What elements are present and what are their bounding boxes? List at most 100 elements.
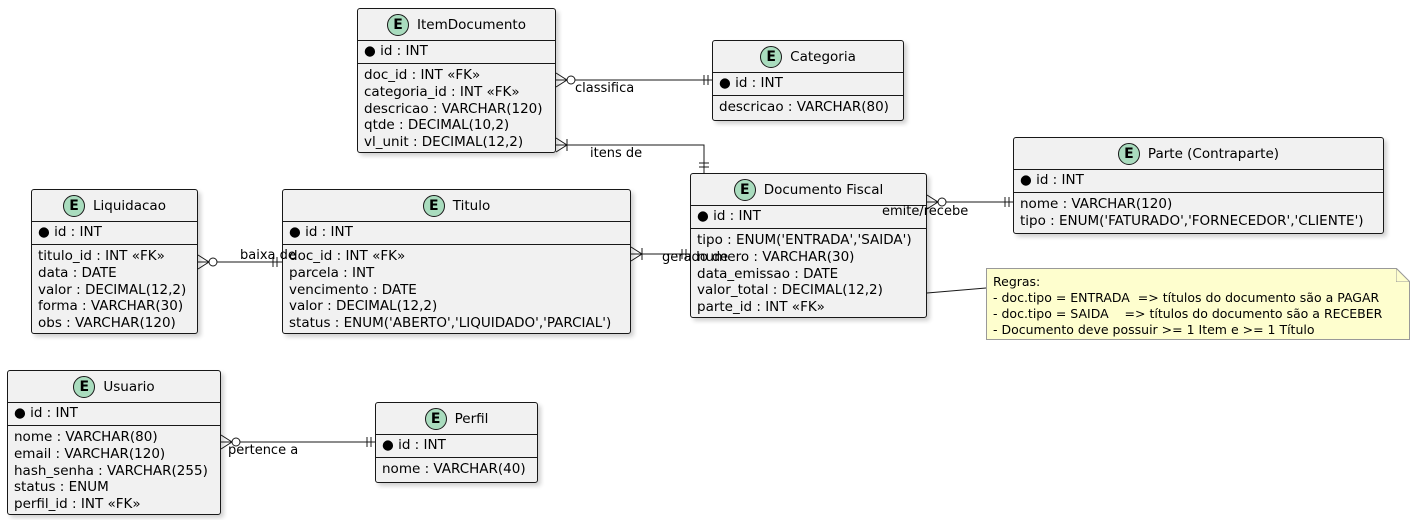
attribute: data : DATE xyxy=(38,264,117,281)
zero-marker-emite-recebe xyxy=(937,197,947,207)
entity-header: E Titulo xyxy=(283,190,630,222)
attribute: status : ENUM('ABERTO','LIQUIDADO','PARC… xyxy=(289,315,612,332)
rel-label-pertence-a: pertence a xyxy=(228,443,299,458)
attribute: categoria_id : INT «FK» xyxy=(364,83,520,100)
attribute: parcela : INT xyxy=(289,264,375,281)
attribute: email : VARCHAR(120) xyxy=(14,445,166,462)
attribute: tipo : ENUM('FATURADO','FORNECEDOR','CLI… xyxy=(1020,212,1364,229)
attribute-list: descricao : VARCHAR(80) xyxy=(713,96,903,119)
primary-key: ● id : INT xyxy=(8,403,220,426)
zero-marker-pertence-a xyxy=(231,437,241,447)
note-connector xyxy=(926,287,987,294)
attribute: hash_senha : VARCHAR(255) xyxy=(14,462,208,479)
attribute-list: nome : VARCHAR(120) tipo : ENUM('FATURAD… xyxy=(1014,193,1383,233)
rules-note: Regras: - doc.tipo = ENTRADA => títulos … xyxy=(986,268,1410,340)
attribute: obs : VARCHAR(120) xyxy=(38,315,176,332)
entity-header: E Parte (Contraparte) xyxy=(1014,138,1383,170)
attribute: nome : VARCHAR(40) xyxy=(382,461,526,477)
attribute: nome : VARCHAR(80) xyxy=(14,429,158,445)
one-marker-baixa-de xyxy=(272,257,278,267)
entity-header: E ItemDocumento xyxy=(358,9,555,41)
entity-perfil[interactable]: E Perfil ● id : INT nome : VARCHAR(40) xyxy=(375,402,538,483)
entity-icon: E xyxy=(424,407,447,430)
attribute: tipo : ENUM('ENTRADA','SAIDA') xyxy=(697,232,912,248)
crow-foot-gerado-de xyxy=(630,246,643,262)
entity-title: Perfil xyxy=(454,410,489,427)
attribute: parte_id : INT «FK» xyxy=(697,299,825,316)
attribute: qtde : DECIMAL(10,2) xyxy=(364,117,510,134)
primary-key: ● id : INT xyxy=(358,41,555,64)
one-marker-itens-de xyxy=(699,162,709,168)
zero-marker-baixa-de xyxy=(208,257,218,267)
one-marker-pertence-a xyxy=(366,437,372,447)
attribute-list: nome : VARCHAR(40) xyxy=(376,458,537,481)
entity-header: E Perfil xyxy=(376,403,537,435)
entity-usuario[interactable]: E Usuario ● id : INT nome : VARCHAR(80) … xyxy=(7,370,221,515)
attribute-list: doc_id : INT «FK» parcela : INT vencimen… xyxy=(283,245,630,335)
entity-title: Liquidacao xyxy=(93,197,166,214)
entity-title: Categoria xyxy=(790,48,856,65)
attribute: vencimento : DATE xyxy=(289,281,417,298)
entity-icon: E xyxy=(387,13,410,36)
primary-key: ● id : INT xyxy=(283,222,630,245)
attribute: doc_id : INT «FK» xyxy=(289,248,406,264)
primary-key: ● id : INT xyxy=(376,435,537,458)
entity-header: E Categoria xyxy=(713,41,903,73)
entity-icon: E xyxy=(733,178,756,201)
primary-key: ● id : INT xyxy=(691,206,926,229)
attribute: doc_id : INT «FK» xyxy=(364,67,481,83)
attribute: numero : VARCHAR(30) xyxy=(697,248,855,265)
attribute: descricao : VARCHAR(80) xyxy=(719,99,889,115)
attribute-list: nome : VARCHAR(80) email : VARCHAR(120) … xyxy=(8,426,220,516)
entity-header: E Documento Fiscal xyxy=(691,174,926,206)
attribute: status : ENUM xyxy=(14,479,109,496)
rel-label-baixa-de: baixa de xyxy=(240,248,296,263)
note-fold-corner xyxy=(1396,268,1410,282)
attribute: vl_unit : DECIMAL(12,2) xyxy=(364,134,524,151)
entity-icon: E xyxy=(760,45,783,68)
rel-line-itens-de xyxy=(556,144,705,173)
entity-icon: E xyxy=(63,194,86,217)
entity-categoria[interactable]: E Categoria ● id : INT descricao : VARCH… xyxy=(712,40,904,121)
entity-header: E Usuario xyxy=(8,371,220,403)
attribute: forma : VARCHAR(30) xyxy=(38,298,184,315)
entity-title: Titulo xyxy=(452,197,491,214)
entity-header: E Liquidacao xyxy=(32,190,197,222)
attribute: valor : DECIMAL(12,2) xyxy=(289,298,438,315)
entity-icon: E xyxy=(73,375,96,398)
rel-label-classifica: classifica xyxy=(575,81,635,96)
rel-label-emite-recebe: emite/recebe xyxy=(882,204,969,219)
attribute: titulo_id : INT «FK» xyxy=(38,248,165,264)
attribute-list: doc_id : INT «FK» categoria_id : INT «FK… xyxy=(358,64,555,154)
attribute: nome : VARCHAR(120) xyxy=(1020,196,1173,212)
attribute: valor : DECIMAL(12,2) xyxy=(38,281,187,298)
rel-label-gerado-de: gerado de xyxy=(662,250,729,265)
entity-title: Usuario xyxy=(103,378,155,395)
entity-icon: E xyxy=(422,194,445,217)
primary-key: ● id : INT xyxy=(713,73,903,96)
entity-title: ItemDocumento xyxy=(417,16,526,33)
entity-titulo[interactable]: E Titulo ● id : INT doc_id : INT «FK» pa… xyxy=(282,189,631,334)
rel-label-itens-de: itens de xyxy=(590,146,643,161)
entity-parte[interactable]: E Parte (Contraparte) ● id : INT nome : … xyxy=(1013,137,1384,234)
one-marker-gerado-de xyxy=(681,249,687,259)
entity-item-documento[interactable]: E ItemDocumento ● id : INT doc_id : INT … xyxy=(357,8,556,153)
attribute-list: titulo_id : INT «FK» data : DATE valor :… xyxy=(32,245,197,335)
attribute-list: tipo : ENUM('ENTRADA','SAIDA') numero : … xyxy=(691,229,926,319)
entity-documento-fiscal[interactable]: E Documento Fiscal ● id : INT tipo : ENU… xyxy=(690,173,927,318)
entity-icon: E xyxy=(1117,142,1140,165)
attribute: perfil_id : INT «FK» xyxy=(14,496,141,513)
crow-foot-itens-de xyxy=(555,137,568,153)
attribute: valor_total : DECIMAL(12,2) xyxy=(697,282,883,299)
primary-key: ● id : INT xyxy=(32,222,197,245)
one-marker-emite-recebe xyxy=(1004,197,1010,207)
primary-key: ● id : INT xyxy=(1014,170,1383,193)
attribute: descricao : VARCHAR(120) xyxy=(364,100,543,117)
entity-title: Documento Fiscal xyxy=(763,181,884,198)
entity-liquidacao[interactable]: E Liquidacao ● id : INT titulo_id : INT … xyxy=(31,189,198,334)
zero-marker-classifica xyxy=(566,75,576,85)
one-marker-classifica xyxy=(703,75,709,85)
entity-title: Parte (Contraparte) xyxy=(1147,145,1280,162)
